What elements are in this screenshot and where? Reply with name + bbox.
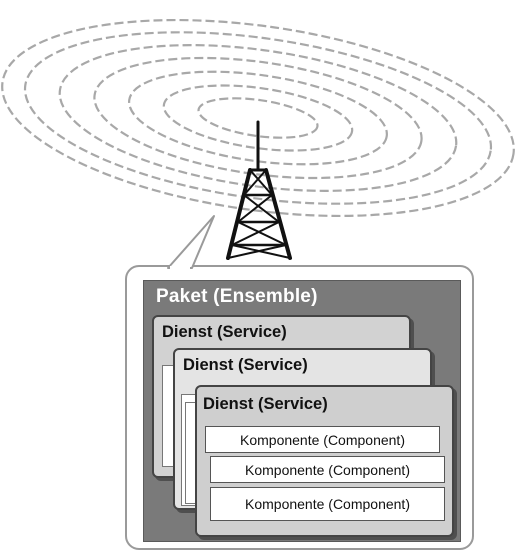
ensemble-title: Paket (Ensemble) xyxy=(156,286,318,307)
service-title: Dienst (Service) xyxy=(162,323,287,341)
component-item: Komponente (Component) xyxy=(205,426,440,453)
component-item: Komponente (Component) xyxy=(210,456,445,483)
antenna-tower-icon xyxy=(226,120,292,260)
component-item: Komponente (Component) xyxy=(210,487,445,521)
service-title: Dienst (Service) xyxy=(183,356,308,374)
service-title: Dienst (Service) xyxy=(203,395,328,413)
